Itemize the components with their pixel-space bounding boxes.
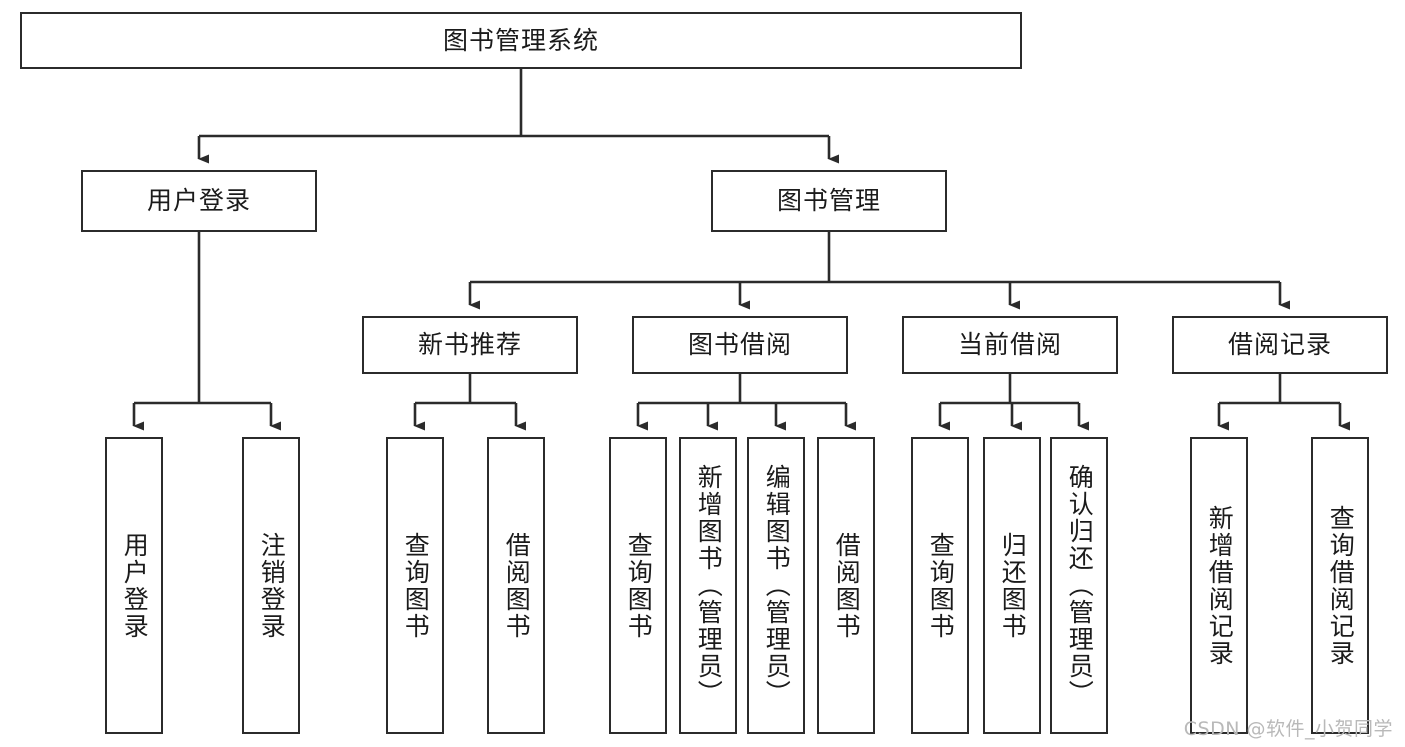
node-current-borrow[interactable]: 当前借阅 — [902, 316, 1118, 374]
node-leaf-query-book-3[interactable]: 查询图书 — [911, 437, 969, 734]
node-new-book-rec[interactable]: 新书推荐 — [362, 316, 578, 374]
node-leaf-edit-book[interactable]: 编辑图书（管理员） — [747, 437, 805, 734]
node-label: 归还图书 — [998, 531, 1028, 640]
node-label: 新书推荐 — [417, 330, 522, 359]
node-label: 查询图书 — [401, 531, 431, 640]
node-leaf-borrow-book-1[interactable]: 借阅图书 — [487, 437, 545, 734]
node-label: 借阅图书 — [832, 531, 862, 640]
node-leaf-user-logout[interactable]: 注销登录 — [242, 437, 300, 734]
node-leaf-confirm-ret[interactable]: 确认归还（管理员） — [1050, 437, 1108, 734]
node-label: 当前借阅 — [957, 330, 1062, 359]
node-label: 查询借阅记录 — [1326, 504, 1356, 667]
node-book-borrow[interactable]: 图书借阅 — [632, 316, 848, 374]
node-label: 图书管理 — [776, 186, 881, 215]
node-leaf-add-record[interactable]: 新增借阅记录 — [1190, 437, 1248, 734]
node-leaf-add-book[interactable]: 新增图书（管理员） — [679, 437, 737, 734]
node-label: 借阅图书 — [502, 531, 532, 640]
node-root[interactable]: 图书管理系统 — [20, 12, 1022, 69]
node-label: 用户登录 — [120, 531, 150, 640]
node-label: 确认归还（管理员） — [1065, 464, 1095, 707]
node-leaf-query-record[interactable]: 查询借阅记录 — [1311, 437, 1369, 734]
node-label: 新增借阅记录 — [1205, 504, 1235, 667]
node-leaf-return-book[interactable]: 归还图书 — [983, 437, 1041, 734]
node-leaf-borrow-book-2[interactable]: 借阅图书 — [817, 437, 875, 734]
csdn-watermark: CSDN @软件_小贺同学 — [1183, 718, 1393, 740]
node-label: 查询图书 — [926, 531, 956, 640]
node-label: 新增图书（管理员） — [694, 464, 724, 707]
node-label: 注销登录 — [257, 531, 287, 640]
node-user-login[interactable]: 用户登录 — [81, 170, 317, 232]
node-book-manage[interactable]: 图书管理 — [711, 170, 947, 232]
node-label: 图书借阅 — [687, 330, 792, 359]
node-leaf-query-book-2[interactable]: 查询图书 — [609, 437, 667, 734]
node-leaf-query-book-1[interactable]: 查询图书 — [386, 437, 444, 734]
node-label: 借阅记录 — [1227, 330, 1332, 359]
node-label: 查询图书 — [624, 531, 654, 640]
node-label: 编辑图书（管理员） — [762, 464, 792, 707]
node-borrow-record[interactable]: 借阅记录 — [1172, 316, 1388, 374]
node-label: 用户登录 — [146, 186, 251, 215]
node-label: 图书管理系统 — [442, 25, 599, 55]
node-leaf-user-login[interactable]: 用户登录 — [105, 437, 163, 734]
